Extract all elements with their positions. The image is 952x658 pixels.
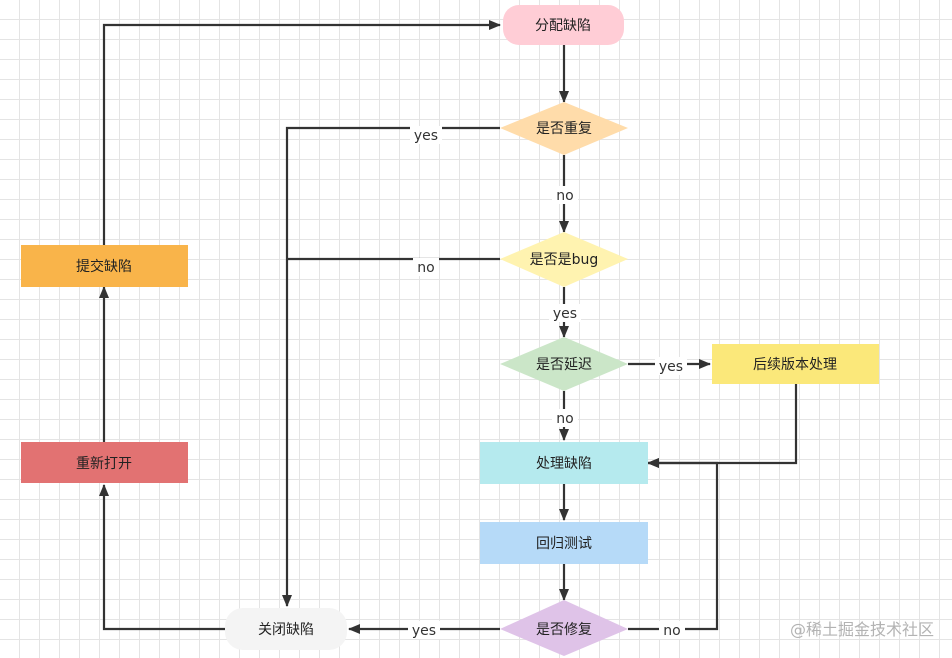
edge-label-duplicate-no: no (556, 188, 573, 204)
node-handle-bug[interactable]: 处理缺陷 (480, 442, 648, 484)
node-reopen-label: 重新打开 (76, 455, 132, 472)
node-handle-bug-shape (480, 442, 648, 484)
node-later-version-label: 后续版本处理 (753, 356, 837, 373)
edge-label-fixed-yes: yes (412, 623, 436, 639)
node-close-bug-shape (225, 608, 347, 650)
edge-label-bug-no: no (417, 260, 434, 276)
node-regression-test-label: 回归测试 (536, 535, 592, 552)
node-assign-bug[interactable]: 分配缺陷 (503, 5, 624, 45)
node-regression-test[interactable]: 回归测试 (480, 522, 648, 564)
node-submit-bug-label: 提交缺陷 (76, 258, 132, 275)
node-reopen-shape (21, 442, 188, 483)
node-is-deferred-shape (500, 337, 628, 391)
node-is-fixed[interactable]: 是否修复 (500, 600, 628, 656)
edge-label-fixed-no: no (663, 623, 680, 639)
edge-submit-to-assign (102, 20, 501, 245)
node-is-deferred-label: 是否延迟 (536, 357, 592, 373)
node-reopen[interactable]: 重新打开 (21, 442, 188, 483)
node-close-bug-label: 关闭缺陷 (258, 622, 314, 638)
node-later-version[interactable]: 后续版本处理 (712, 344, 879, 384)
node-is-duplicate-label: 是否重复 (536, 120, 592, 137)
node-submit-bug[interactable]: 提交缺陷 (21, 245, 188, 287)
node-close-bug[interactable]: 关闭缺陷 (225, 608, 347, 650)
nodes: 分配缺陷 是否重复 是否是bug 是否延迟 后续版本处理 处理缺陷 回归测试 (21, 5, 879, 656)
node-is-bug-label: 是否是bug (530, 252, 599, 268)
node-assign-bug-label: 分配缺陷 (535, 18, 591, 34)
edge-label-deferred-no: no (556, 411, 573, 427)
node-submit-bug-shape (21, 245, 188, 287)
node-is-bug[interactable]: 是否是bug (500, 232, 628, 287)
node-is-duplicate[interactable]: 是否重复 (500, 102, 628, 155)
watermark: @稀土掘金技术社区 (790, 620, 934, 639)
edge-label-duplicate-yes: yes (414, 128, 438, 144)
edge-label-bug-yes: yes (553, 306, 577, 322)
node-regression-test-shape (480, 522, 648, 564)
edge-label-deferred-yes: yes (659, 359, 683, 375)
edge-labels: no yes yes no yes no yes no (408, 126, 687, 639)
node-is-deferred[interactable]: 是否延迟 (500, 337, 628, 391)
edge-close-to-reopen (99, 484, 225, 631)
node-handle-bug-label: 处理缺陷 (536, 456, 592, 472)
node-later-version-shape (712, 344, 879, 384)
node-is-fixed-label: 是否修复 (536, 621, 592, 638)
node-is-bug-shape (500, 232, 628, 287)
node-is-duplicate-shape (500, 102, 628, 155)
node-assign-bug-shape (503, 5, 624, 45)
edge-later-to-handle (647, 384, 798, 468)
edges (99, 20, 798, 634)
node-is-fixed-shape (500, 600, 628, 656)
edge-duplicate-yes-to-close (282, 126, 500, 607)
